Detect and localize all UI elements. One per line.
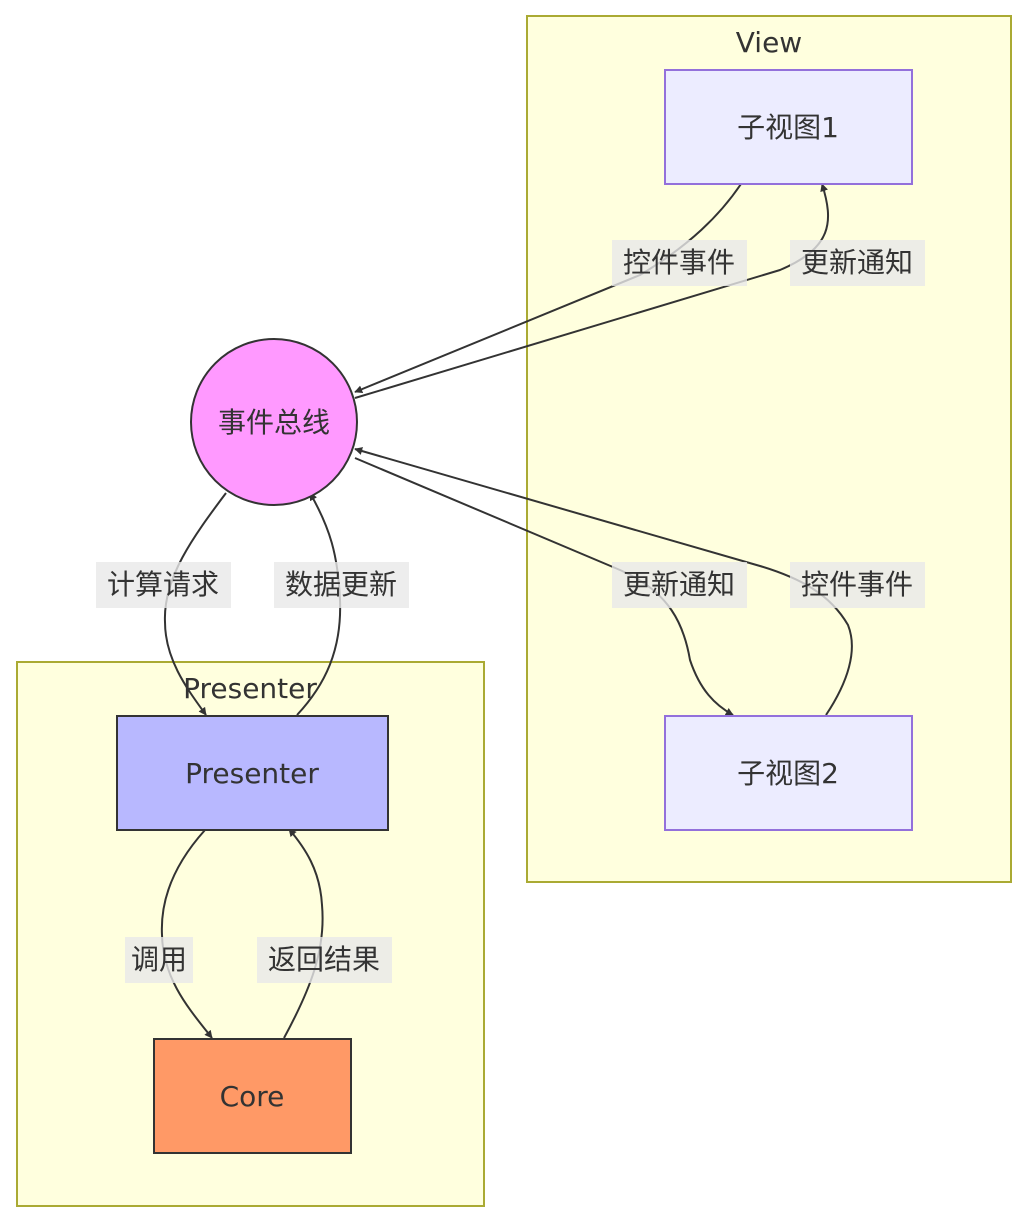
eventbus-label: 事件总线 bbox=[218, 406, 330, 439]
subview1-label: 子视图1 bbox=[737, 111, 839, 144]
node-presenter[interactable]: Presenter bbox=[116, 715, 389, 831]
edge-label-sub2-control-event: 控件事件 bbox=[790, 562, 925, 608]
cluster-view-label: View bbox=[736, 26, 802, 59]
subview2-label: 子视图2 bbox=[737, 757, 839, 790]
edge-bus-to-presenter bbox=[163, 492, 227, 716]
core-box[interactable] bbox=[153, 1038, 352, 1154]
cluster-presenter-label: Presenter bbox=[183, 672, 317, 705]
edge-label-text: 控件事件 bbox=[623, 246, 735, 279]
edge-label-text: 更新通知 bbox=[623, 568, 735, 601]
edge-sub2-to-bus bbox=[354, 447, 853, 716]
edge-label-call: 调用 bbox=[125, 937, 193, 983]
edge-label-text: 返回结果 bbox=[268, 943, 380, 976]
presenter-box[interactable] bbox=[116, 715, 389, 831]
edge-label-bus-update-notify-2: 更新通知 bbox=[612, 562, 747, 608]
edge-label-data-update: 数据更新 bbox=[274, 562, 409, 608]
edge-label-text: 数据更新 bbox=[285, 568, 397, 601]
node-core[interactable]: Core bbox=[153, 1038, 352, 1154]
edge-label-return-result: 返回结果 bbox=[257, 937, 392, 983]
edge-presenter-to-core bbox=[160, 829, 213, 1039]
edge-bus-to-sub1 bbox=[354, 183, 829, 399]
edge-label-bus-update-notify-1: 更新通知 bbox=[790, 240, 925, 286]
subview1-box[interactable] bbox=[664, 69, 913, 185]
eventbus-circle[interactable] bbox=[190, 338, 358, 506]
edge-label-text: 计算请求 bbox=[107, 568, 219, 601]
edge-label-compute-request: 计算请求 bbox=[96, 562, 231, 608]
edge-label-text: 控件事件 bbox=[801, 568, 913, 601]
edge-label-text: 调用 bbox=[131, 943, 187, 976]
core-label: Core bbox=[220, 1080, 285, 1113]
presenter-label: Presenter bbox=[185, 757, 319, 790]
edge-labels: 控件事件 更新通知 更新通知 控件事件 计算请求 数据更新 调用 返回结果 bbox=[96, 240, 925, 983]
edge-label-text: 更新通知 bbox=[801, 246, 913, 279]
edge-core-to-presenter bbox=[283, 828, 324, 1039]
node-subview1[interactable]: 子视图1 bbox=[664, 69, 913, 185]
node-eventbus[interactable]: 事件总线 bbox=[190, 338, 358, 506]
edge-label-sub1-control-event: 控件事件 bbox=[612, 240, 747, 286]
node-subview2[interactable]: 子视图2 bbox=[664, 715, 913, 831]
subview2-box[interactable] bbox=[664, 715, 913, 831]
